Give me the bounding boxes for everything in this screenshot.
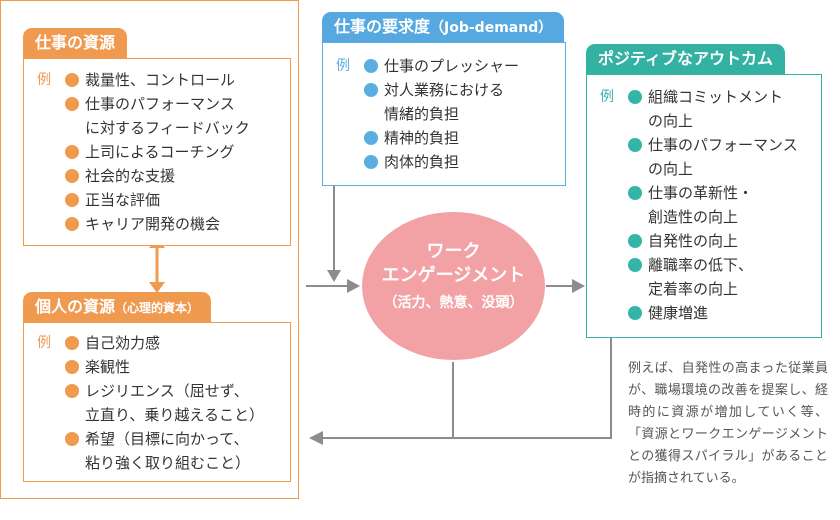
arrowhead-down-to-circle — [327, 270, 341, 282]
job-resources-title: 仕事の資源 — [23, 28, 128, 58]
positive-outcomes-title: ポジティブなアウトカム — [586, 44, 786, 74]
bullet-dot-icon — [65, 97, 79, 111]
connector-outcomes-down — [610, 338, 612, 438]
arrowhead-double-down — [149, 282, 165, 293]
bullet-dot-icon — [364, 59, 378, 73]
bullet-dot-icon — [65, 360, 79, 374]
positive-outcomes-example-label: 例 — [600, 89, 614, 105]
bullet-dot-icon — [628, 186, 642, 200]
personal-resources-title: 個人の資源（心理的資本） — [23, 292, 212, 323]
list-item: 自発性の向上 — [626, 229, 820, 253]
job-resources-list: 裁量性、コントロール 仕事のパフォーマンス に対するフィードバック 上司によるコ… — [63, 68, 289, 236]
personal-resources-list: 自己効力感 楽観性 レジリエンス（屈せず、 立直り、乗り越えること） 希望（目標… — [63, 331, 289, 475]
bullet-dot-icon — [364, 83, 378, 97]
bullet-dot-icon — [628, 258, 642, 272]
connector-demands-down — [333, 186, 335, 270]
positive-outcomes-list: 組織コミットメント の向上 仕事のパフォーマンス の向上 仕事の革新性・ 創造性… — [626, 85, 820, 325]
engagement-line3: （活力、熱意、没頭） — [383, 295, 524, 311]
connector-feedback-bottom — [322, 437, 612, 439]
bullet-dot-icon — [65, 73, 79, 87]
list-item: キャリア開発の機会 — [63, 212, 289, 236]
list-item: 仕事の革新性・ 創造性の向上 — [626, 181, 820, 229]
bullet-dot-icon — [628, 306, 642, 320]
connector-frame-to-circle — [306, 285, 358, 287]
list-item: 仕事のパフォーマンス の向上 — [626, 133, 820, 181]
list-item: 上司によるコーチング — [63, 140, 289, 164]
list-item: 裁量性、コントロール — [63, 68, 289, 92]
bullet-dot-icon — [65, 145, 79, 159]
bullet-dot-icon — [628, 234, 642, 248]
engagement-line2: エンゲージメント — [381, 265, 526, 286]
list-item: 対人業務における 情緒的負担 — [362, 78, 562, 126]
bullet-dot-icon — [364, 131, 378, 145]
job-resources-example-label: 例 — [37, 72, 51, 88]
bullet-dot-icon — [65, 193, 79, 207]
job-demands-title: 仕事の要求度（Job-demand） — [322, 12, 565, 43]
bullet-dot-icon — [65, 432, 79, 446]
arrowhead-feedback-left — [309, 431, 323, 445]
list-item: 仕事のプレッシャー — [362, 54, 562, 78]
bullet-dot-icon — [364, 155, 378, 169]
list-item: 健康増進 — [626, 301, 820, 325]
list-item: 肉体的負担 — [362, 150, 562, 174]
list-item: 精神的負担 — [362, 126, 562, 150]
list-item: 楽観性 — [63, 355, 289, 379]
list-item: 離職率の低下、 定着率の向上 — [626, 253, 820, 301]
job-demands-example-label: 例 — [336, 58, 350, 74]
bullet-dot-icon — [628, 138, 642, 152]
list-item: 仕事のパフォーマンス に対するフィードバック — [63, 92, 289, 140]
arrowhead-into-circle — [347, 279, 360, 293]
list-item: 希望（目標に向かって、 粘り強く取り組むこと） — [63, 427, 289, 475]
arrowhead-into-outcomes — [572, 279, 585, 293]
bullet-dot-icon — [65, 169, 79, 183]
list-item: 社会的な支援 — [63, 164, 289, 188]
work-engagement-circle: ワーク エンゲージメント （活力、熱意、没頭） — [362, 212, 545, 360]
list-item: 正当な評価 — [63, 188, 289, 212]
job-demands-list: 仕事のプレッシャー 対人業務における 情緒的負担 精神的負担 肉体的負担 — [362, 54, 562, 174]
job-demands-box — [322, 42, 566, 186]
bullet-dot-icon — [65, 336, 79, 350]
list-item: 自己効力感 — [63, 331, 289, 355]
personal-resources-example-label: 例 — [37, 335, 51, 351]
bullet-dot-icon — [65, 217, 79, 231]
connector-circle-to-outcomes — [546, 285, 578, 287]
spiral-note: 例えば、自発性の高まった従業員が、職場環境の改善を提案し、経時的に資源が増加して… — [628, 361, 828, 486]
engagement-line1: ワーク — [426, 241, 481, 262]
bullet-dot-icon — [628, 90, 642, 104]
list-item: レジリエンス（屈せず、 立直り、乗り越えること） — [63, 379, 289, 427]
list-item: 組織コミットメント の向上 — [626, 85, 820, 133]
positive-outcomes-box — [586, 74, 822, 338]
bullet-dot-icon — [65, 384, 79, 398]
connector-circle-down — [452, 362, 454, 438]
